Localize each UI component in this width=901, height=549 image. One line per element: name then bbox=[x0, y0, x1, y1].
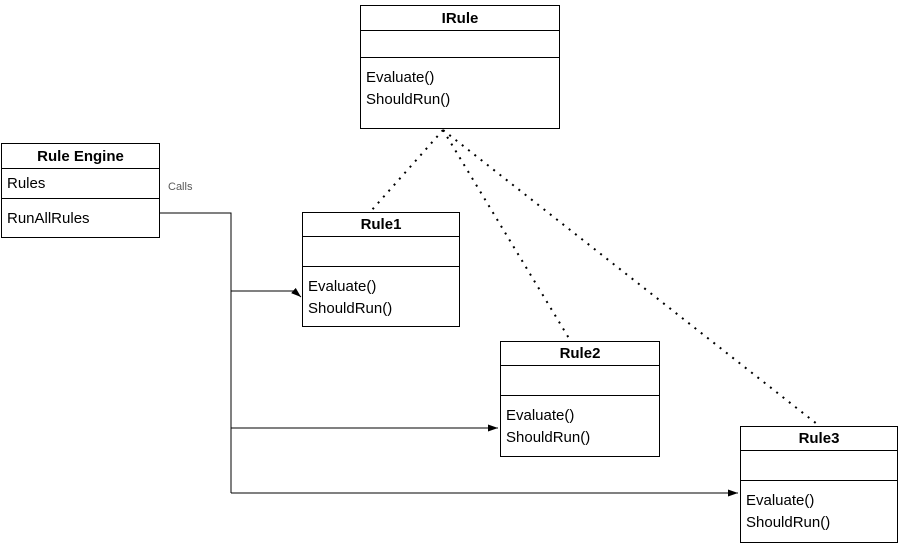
attributes-section-empty bbox=[501, 366, 659, 396]
class-box-rule-engine: Rule Engine Rules RunAllRules bbox=[1, 143, 160, 238]
method-item: Evaluate() bbox=[506, 407, 575, 424]
attributes-section-empty bbox=[303, 237, 459, 267]
attribute-item: Rules bbox=[7, 175, 46, 192]
attributes-section: Rules bbox=[2, 169, 159, 199]
method-item: ShouldRun() bbox=[506, 429, 591, 446]
method-item: Evaluate() bbox=[308, 278, 377, 295]
calls-edge-rule1 bbox=[231, 287, 302, 298]
attributes-section-empty bbox=[741, 451, 897, 481]
method-item: Evaluate() bbox=[746, 492, 815, 509]
attributes-section-empty bbox=[361, 31, 559, 58]
calls-edge-trunk bbox=[160, 212, 232, 493]
methods-section: Evaluate() ShouldRun() bbox=[303, 267, 459, 326]
method-item: ShouldRun() bbox=[366, 91, 451, 108]
methods-section: Evaluate() ShouldRun() bbox=[741, 481, 897, 542]
class-title: Rule2 bbox=[501, 342, 659, 366]
class-box-rule3: Rule3 Evaluate() ShouldRun() bbox=[740, 426, 898, 543]
methods-section: RunAllRules bbox=[2, 199, 159, 237]
method-item: RunAllRules bbox=[7, 209, 90, 227]
realization-edge-rule2 bbox=[442, 129, 571, 341]
class-box-rule2: Rule2 Evaluate() ShouldRun() bbox=[500, 341, 660, 457]
class-title: Rule Engine bbox=[2, 144, 159, 169]
class-box-rule1: Rule1 Evaluate() ShouldRun() bbox=[302, 212, 460, 327]
method-item: Evaluate() bbox=[366, 69, 435, 86]
methods-section: Evaluate() ShouldRun() bbox=[501, 396, 659, 456]
realization-edge-rule1 bbox=[370, 129, 444, 212]
class-title: IRule bbox=[361, 6, 559, 31]
method-item: ShouldRun() bbox=[746, 514, 831, 531]
calls-edge-label: Calls bbox=[167, 181, 194, 193]
methods-section: Evaluate() ShouldRun() bbox=[361, 58, 559, 128]
class-title: Rule1 bbox=[303, 213, 459, 237]
class-title: Rule3 bbox=[741, 427, 897, 451]
method-item: ShouldRun() bbox=[308, 300, 393, 317]
class-box-irule: IRule Evaluate() ShouldRun() bbox=[360, 5, 560, 129]
